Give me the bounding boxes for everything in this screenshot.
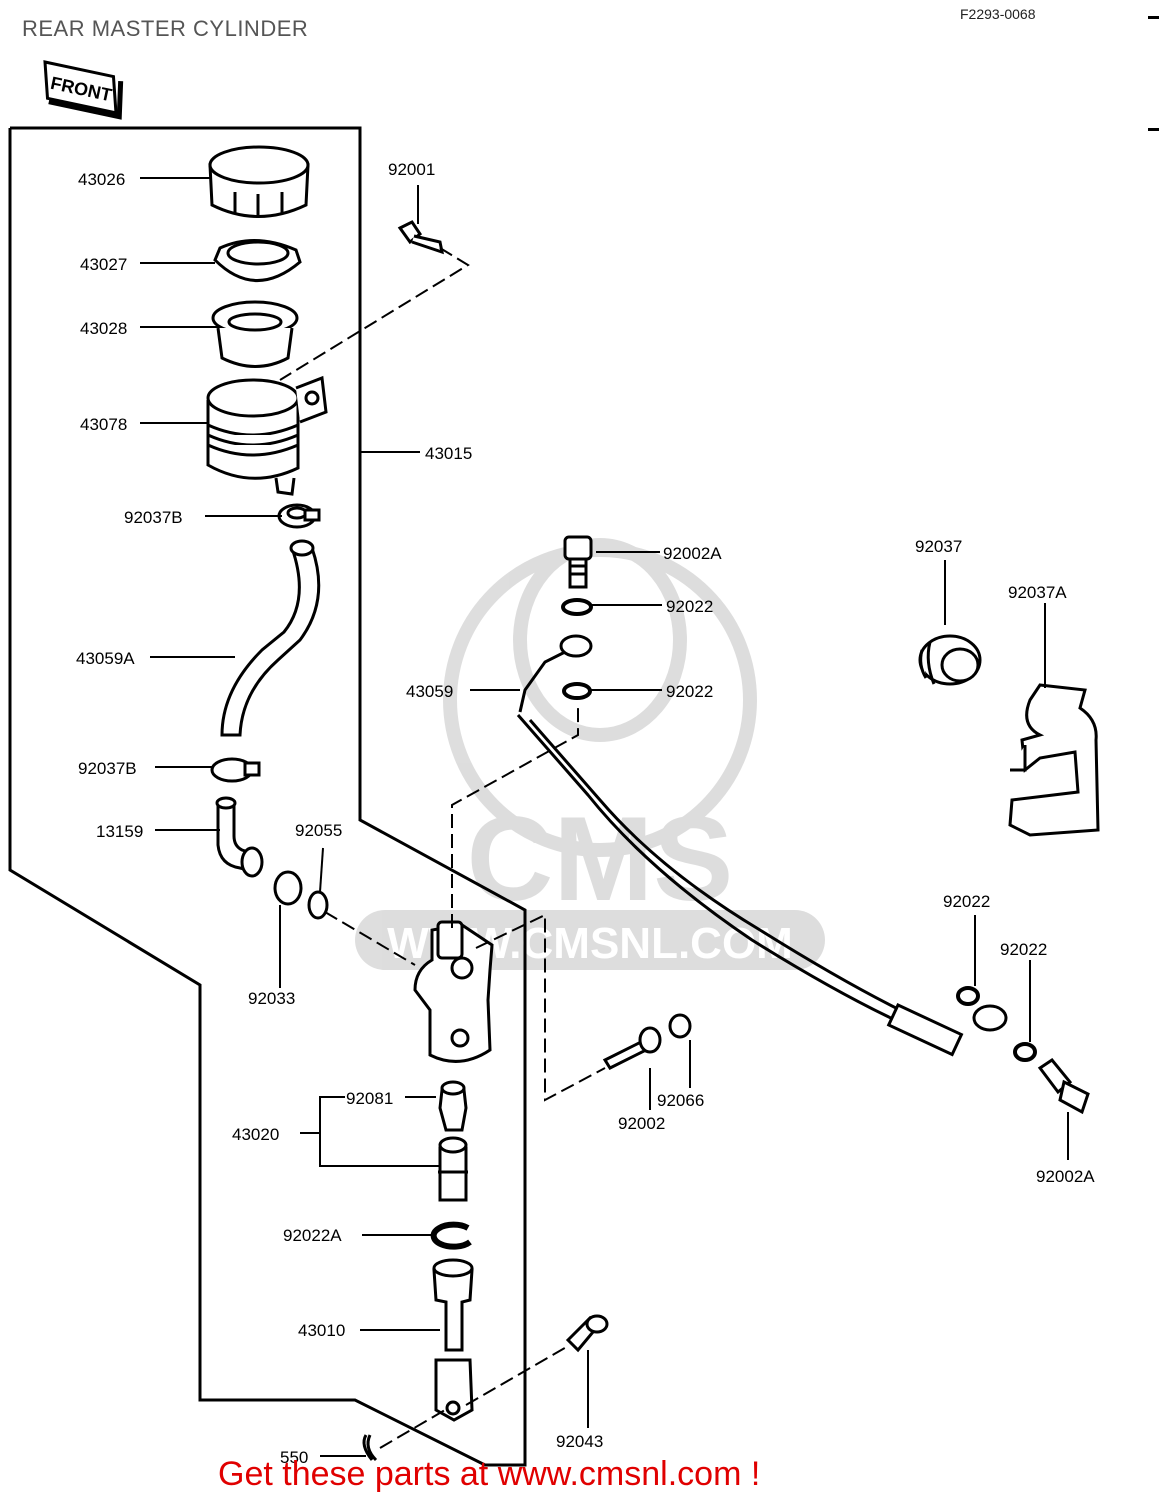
banjo-bolt-lower <box>1037 1057 1090 1115</box>
footer-cta[interactable]: Get these parts at www.cmsnl.com ! <box>218 1455 761 1493</box>
leader-lines <box>140 177 1069 1457</box>
part-label[interactable]: 92002 <box>618 1114 665 1133</box>
part-label[interactable]: 550 <box>280 1448 308 1467</box>
banjo-bolt-upper <box>563 535 593 589</box>
bolt-92001 <box>397 220 444 255</box>
part-label[interactable]: 43059A <box>76 649 135 668</box>
grommet-92037 <box>918 634 982 686</box>
washer-lower-1 <box>956 986 980 1006</box>
part-label[interactable]: 92037A <box>1008 583 1067 602</box>
part-label[interactable]: 92001 <box>388 160 435 179</box>
hose-clamp <box>1008 683 1100 837</box>
edge-mark <box>1148 128 1159 131</box>
washer-upper-2 <box>562 682 592 700</box>
diagram-code: F2293-0068 <box>960 6 1036 22</box>
reservoir-cap <box>208 145 310 218</box>
hose-clip-upper <box>277 503 321 529</box>
part-label[interactable]: 92002A <box>1036 1167 1095 1186</box>
front-arrow: FRONT <box>43 60 124 120</box>
part-labels: 43026 43027 43028 43078 43015 92037B 430… <box>76 160 1095 1467</box>
watermark-brand: CMS <box>467 792 734 926</box>
push-rod <box>432 1258 474 1422</box>
part-label[interactable]: 92037B <box>124 508 183 527</box>
part-label[interactable]: 92022 <box>666 597 713 616</box>
cotter-pin <box>362 1434 378 1462</box>
dash-lines <box>279 247 606 1449</box>
part-label[interactable]: 43028 <box>80 319 127 338</box>
nut-92066 <box>668 1013 692 1039</box>
part-label[interactable]: 43059 <box>406 682 453 701</box>
master-cylinder-body <box>413 920 494 1063</box>
elbow-fitting <box>215 796 264 878</box>
piston <box>438 1136 468 1202</box>
assembly-outline <box>8 126 527 1467</box>
part-label[interactable]: 92037 <box>915 537 962 556</box>
edge-mark <box>1148 16 1159 19</box>
brake-hose <box>516 634 1008 1057</box>
part-label[interactable]: 92002A <box>663 544 722 563</box>
piston-cup <box>438 1080 468 1132</box>
part-label[interactable]: 92037B <box>78 759 137 778</box>
circlip-92022A <box>430 1221 472 1250</box>
part-label[interactable]: 92022 <box>666 682 713 701</box>
part-label[interactable]: 92022 <box>943 892 990 911</box>
washer-lower-2 <box>1013 1042 1037 1062</box>
diaphragm <box>211 300 299 368</box>
bolt-92002 <box>602 1026 662 1070</box>
part-label[interactable]: 43010 <box>298 1321 345 1340</box>
part-label[interactable]: 43027 <box>80 255 127 274</box>
part-label[interactable]: 92043 <box>556 1432 603 1451</box>
washer-upper-1 <box>561 598 593 616</box>
part-label[interactable]: 92022 <box>1000 940 1047 959</box>
clevis-pin <box>565 1314 609 1353</box>
part-label[interactable]: 92081 <box>346 1089 393 1108</box>
reservoir-hose <box>220 539 321 737</box>
page-title: REAR MASTER CYLINDER <box>22 16 309 41</box>
diaphragm-plate <box>213 238 302 282</box>
part-label[interactable]: 13159 <box>96 822 143 841</box>
part-label[interactable]: 92066 <box>657 1091 704 1110</box>
part-label[interactable]: 43026 <box>78 170 125 189</box>
part-label[interactable]: 92022A <box>283 1226 342 1245</box>
ring-92033 <box>273 870 303 906</box>
part-label[interactable]: 43015 <box>425 444 472 463</box>
part-label[interactable]: 92055 <box>295 821 342 840</box>
reservoir-body <box>206 375 328 496</box>
part-label[interactable]: 43078 <box>80 415 127 434</box>
hose-clip-lower <box>210 757 261 783</box>
part-label[interactable]: 92033 <box>248 989 295 1008</box>
o-ring-92055 <box>307 890 329 920</box>
part-label[interactable]: 43020 <box>232 1125 279 1144</box>
